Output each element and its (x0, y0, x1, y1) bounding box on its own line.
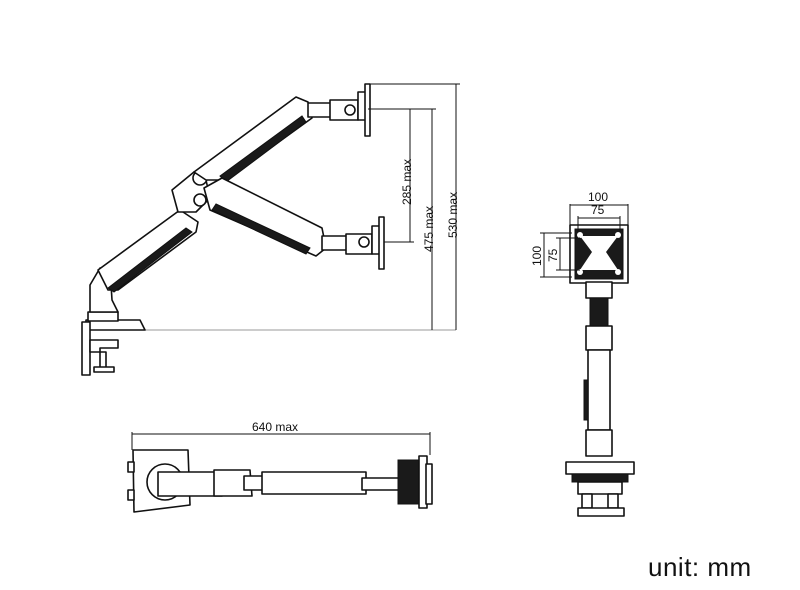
dim-530: 530 max (446, 192, 460, 238)
dim-475: 475 max (422, 206, 436, 252)
dim-vesa-width-75: 75 (591, 203, 605, 217)
dim-vesa-height-100: 100 (530, 246, 544, 266)
dim-285: 285 max (400, 159, 414, 205)
front-view: 100 75 100 75 (530, 190, 635, 517)
dim-vesa-width-100: 100 (588, 190, 608, 204)
unit-label: unit: mm (648, 552, 752, 582)
dim-vesa-height-75: 75 (546, 248, 560, 262)
dim-640: 640 max (252, 420, 298, 434)
side-view: 285 max 475 max 530 max (81, 83, 460, 376)
top-view: 640 max (127, 420, 433, 513)
